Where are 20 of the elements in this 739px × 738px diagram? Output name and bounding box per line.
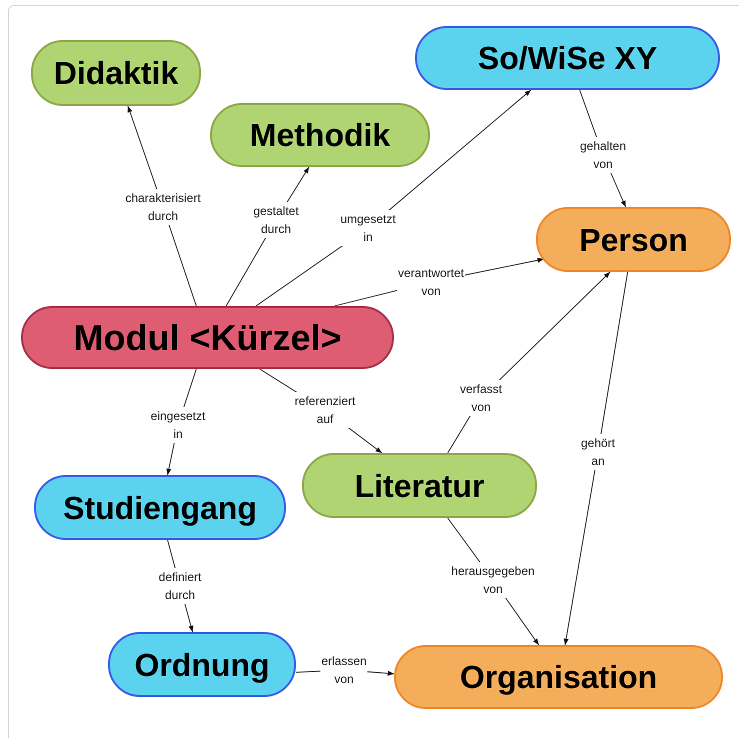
arrow	[564, 272, 628, 646]
concept-node: Literatur	[302, 453, 537, 518]
edge-label: umgesetzt in	[339, 210, 397, 246]
edge-label: verfasst von	[459, 380, 503, 416]
edge-label: eingesetzt in	[150, 407, 206, 443]
concept-node: Didaktik	[31, 40, 201, 106]
edge-label: gehört an	[580, 434, 616, 470]
concept-node: Methodik	[210, 103, 430, 167]
edge-label: definiert durch	[158, 568, 202, 604]
concept-node: Studiengang	[34, 475, 286, 540]
concept-node: Organisation	[394, 645, 723, 709]
concept-node: Ordnung	[108, 632, 296, 697]
edge-label: herausgegeben von	[450, 562, 536, 598]
edge-label: gehalten von	[578, 137, 628, 173]
concept-node: Person	[536, 207, 731, 272]
concept-node: So/WiSe XY	[415, 26, 720, 90]
edge-label: referenziert auf	[294, 392, 356, 428]
concept-node: Modul <Kürzel>	[21, 306, 394, 369]
edge-label: gestaltet durch	[252, 202, 300, 238]
edge-label: charakterisiert durch	[124, 189, 202, 225]
